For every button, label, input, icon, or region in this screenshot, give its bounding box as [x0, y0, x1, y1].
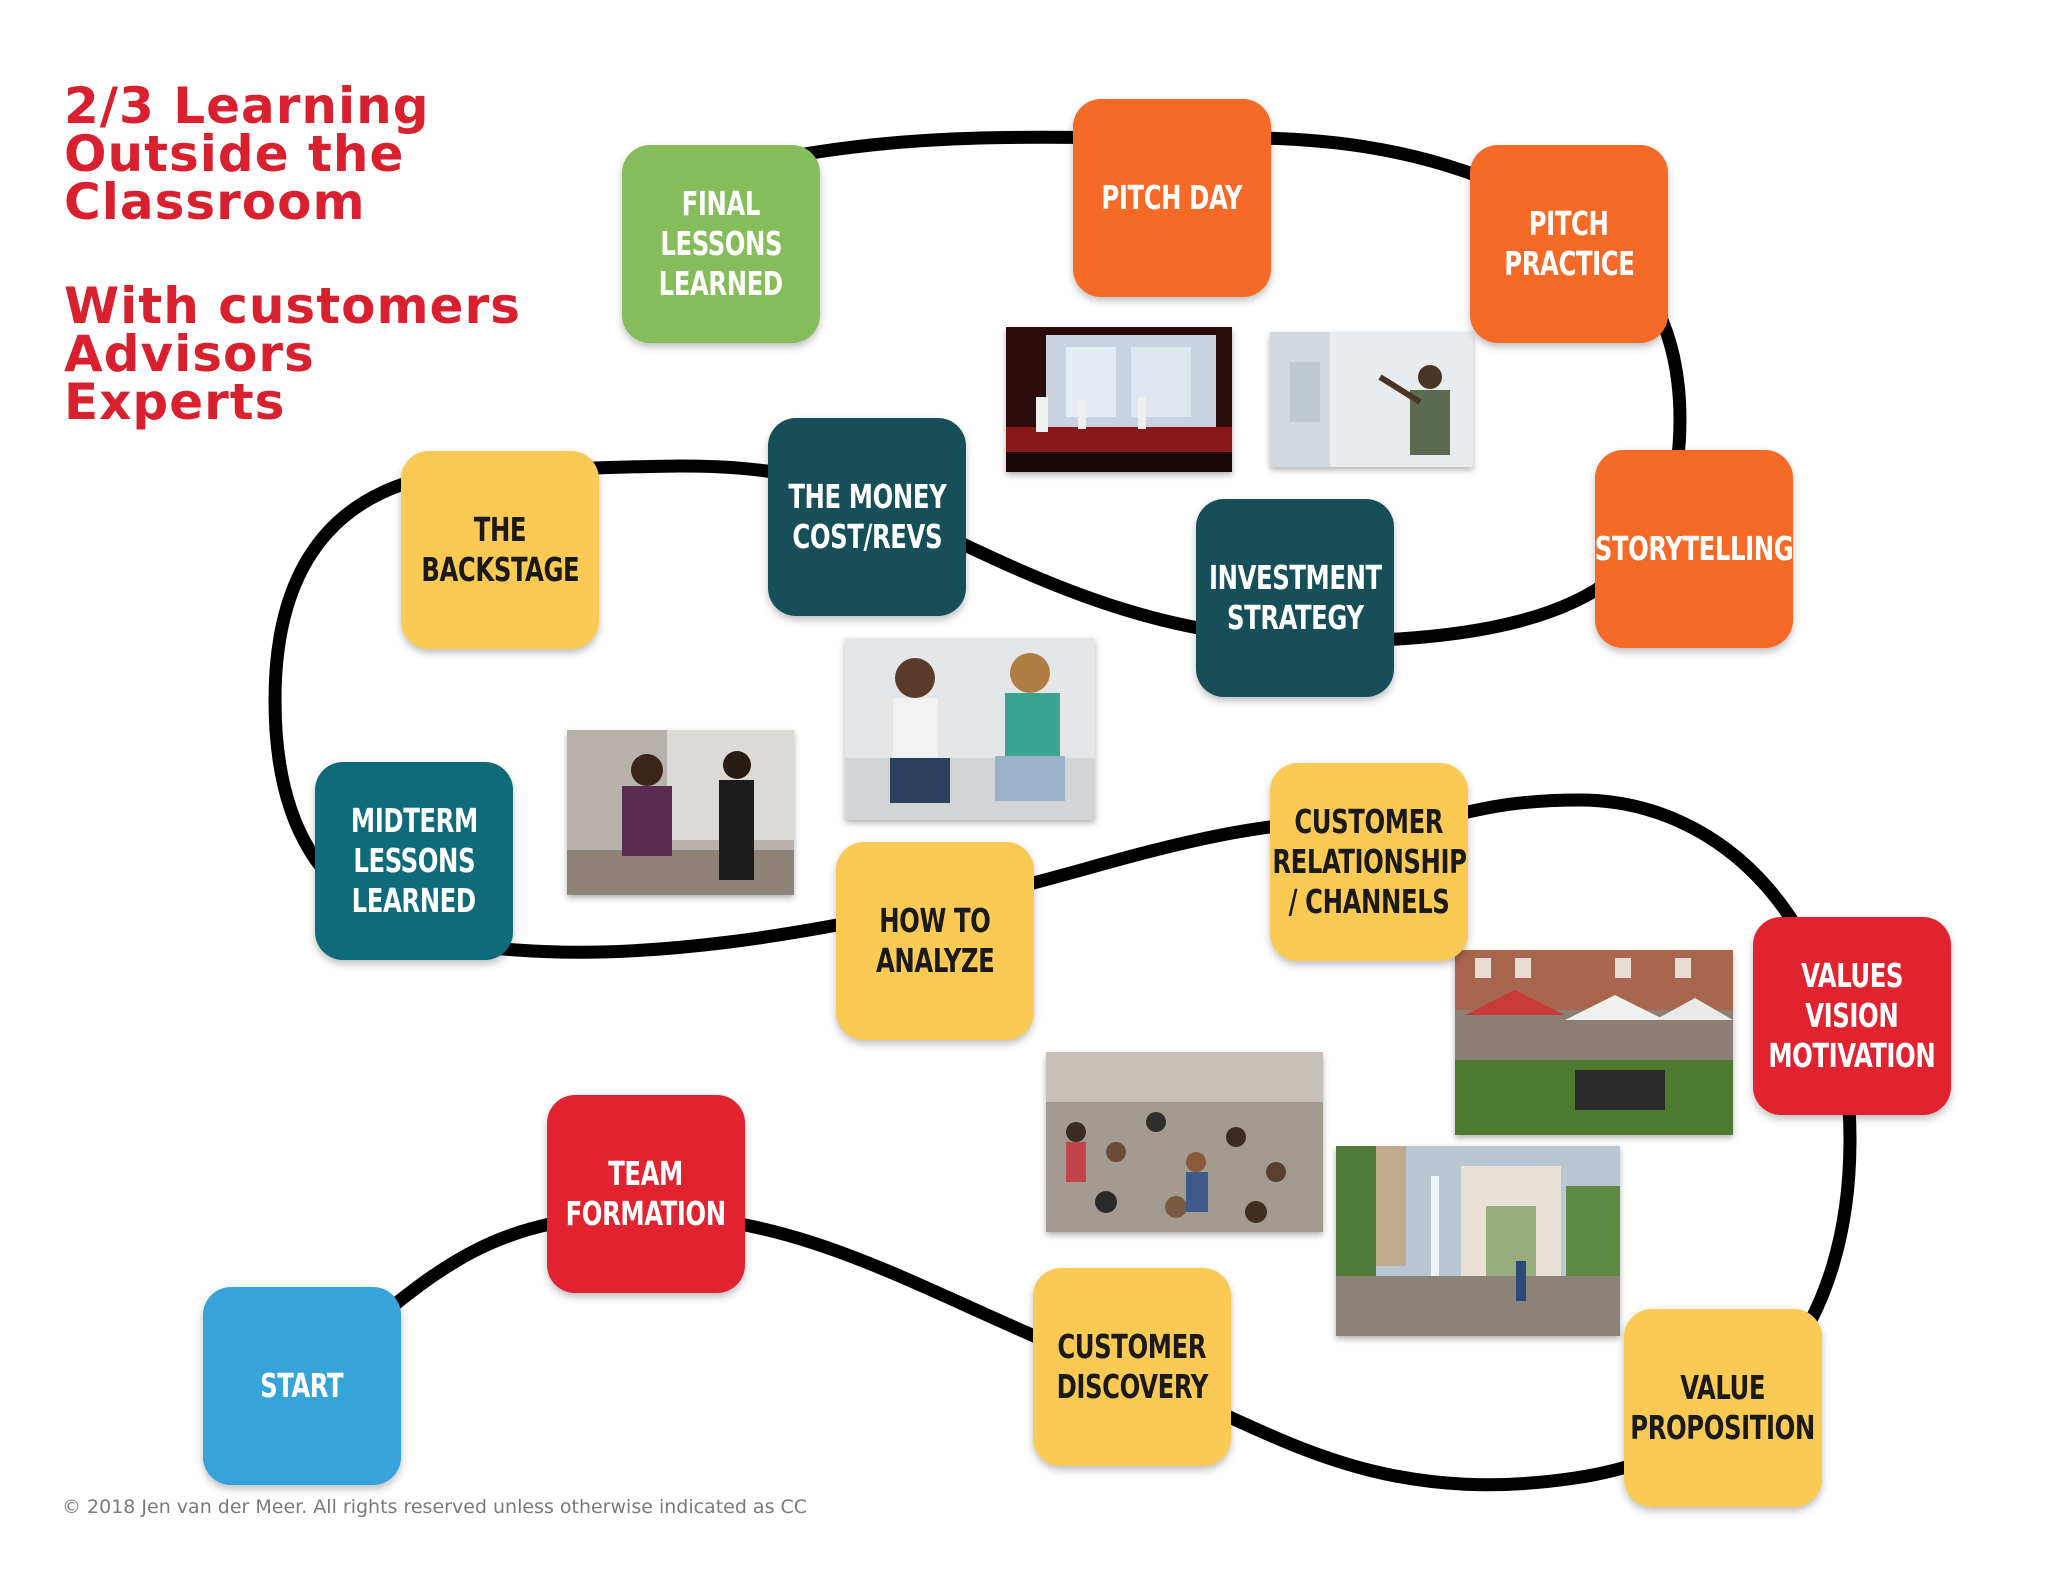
step-final-label-2: LESSONS — [660, 224, 782, 263]
step-the-backstage[interactable]: THE BACKSTAGE — [401, 451, 599, 649]
two-women-photo — [845, 638, 1095, 820]
step-investment-strategy[interactable]: INVESTMENT STRATEGY — [1196, 499, 1394, 697]
step-pitch-practice-label-1: PITCH — [1529, 204, 1609, 243]
step-the-money[interactable]: THE MONEY COST/REVS — [768, 418, 966, 616]
step-start[interactable]: START — [203, 1287, 401, 1485]
step-money-label-2: COST/REVS — [792, 517, 942, 556]
step-final-label-1: FINAL — [681, 184, 761, 223]
copyright-footer: © 2018 Jen van der Meer. All rights rese… — [62, 1496, 808, 1518]
step-investment-label-1: INVESTMENT — [1208, 558, 1382, 597]
title-line-1: 2/3 Learning — [64, 77, 430, 135]
step-customer-discovery-label-2: DISCOVERY — [1056, 1367, 1208, 1406]
step-pitch-day-label: PITCH DAY — [1101, 178, 1243, 217]
subtitle-line-2: Advisors — [64, 325, 315, 383]
title-line-3: Classroom — [64, 173, 366, 231]
whiteboard-photo — [1270, 332, 1473, 467]
step-backstage-label-2: BACKSTAGE — [421, 550, 579, 589]
step-investment-label-2: STRATEGY — [1226, 598, 1364, 637]
step-storytelling-label: STORYTELLING — [1594, 529, 1794, 568]
step-value-proposition-label-2: PROPOSITION — [1630, 1408, 1816, 1447]
step-team-formation-label-2: FORMATION — [565, 1194, 727, 1233]
step-midterm-label-2: LESSONS — [353, 841, 475, 880]
step-pitch-practice[interactable]: PITCH PRACTICE — [1470, 145, 1668, 343]
step-customer-discovery[interactable]: CUSTOMER DISCOVERY — [1033, 1268, 1231, 1466]
step-how-to-analyze[interactable]: HOW TO ANALYZE — [836, 842, 1034, 1040]
step-values-label-1: VALUES — [1801, 956, 1903, 995]
office-meeting-photo — [567, 730, 794, 895]
step-how-to-analyze-label-1: HOW TO — [879, 901, 991, 940]
step-final-lessons[interactable]: FINAL LESSONS LEARNED — [622, 145, 820, 343]
step-storytelling[interactable]: STORYTELLING — [1594, 450, 1794, 648]
step-start-label: START — [260, 1366, 344, 1405]
crowd-photo — [1046, 1052, 1323, 1232]
step-pitch-practice-label-2: PRACTICE — [1503, 244, 1635, 283]
step-customer-relationship-label-1: CUSTOMER — [1294, 802, 1444, 841]
journey-path-line — [268, 130, 1857, 1492]
step-customer-relationship[interactable]: CUSTOMER RELATIONSHIP / CHANNELS — [1270, 763, 1468, 961]
step-values-vision-motivation[interactable]: VALUES VISION MOTIVATION — [1753, 917, 1951, 1115]
subtitle-line-1: With customers — [64, 277, 521, 335]
pitch-stage-photo — [1006, 327, 1232, 472]
page-subtitle: With customers Advisors Experts — [64, 277, 521, 431]
step-team-formation[interactable]: TEAM FORMATION — [547, 1095, 745, 1293]
step-midterm-label-1: MIDTERM — [350, 801, 478, 840]
step-values-label-2: VISION — [1805, 996, 1899, 1035]
step-how-to-analyze-label-2: ANALYZE — [875, 941, 995, 980]
subtitle-line-3: Experts — [64, 373, 286, 431]
step-money-label-1: THE MONEY — [788, 477, 946, 516]
step-customer-relationship-label-3: / CHANNELS — [1288, 882, 1450, 921]
page-title: 2/3 Learning Outside the Classroom — [64, 77, 430, 231]
step-midterm-lessons[interactable]: MIDTERM LESSONS LEARNED — [315, 762, 513, 960]
step-value-proposition[interactable]: VALUE PROPOSITION — [1624, 1309, 1822, 1507]
step-value-proposition-label-1: VALUE — [1680, 1368, 1766, 1407]
market-photo — [1455, 950, 1733, 1135]
step-customer-discovery-label-1: CUSTOMER — [1057, 1327, 1207, 1366]
step-team-formation-label-1: TEAM — [608, 1154, 684, 1193]
step-backstage-label-1: THE — [473, 510, 527, 549]
park-arch-photo — [1336, 1146, 1620, 1336]
step-values-label-3: MOTIVATION — [1768, 1036, 1936, 1075]
step-final-label-3: LEARNED — [658, 264, 784, 303]
step-customer-relationship-label-2: RELATIONSHIP — [1271, 842, 1467, 881]
title-line-2: Outside the — [64, 125, 405, 183]
step-midterm-label-3: LEARNED — [351, 881, 477, 920]
step-pitch-day[interactable]: PITCH DAY — [1073, 99, 1271, 297]
